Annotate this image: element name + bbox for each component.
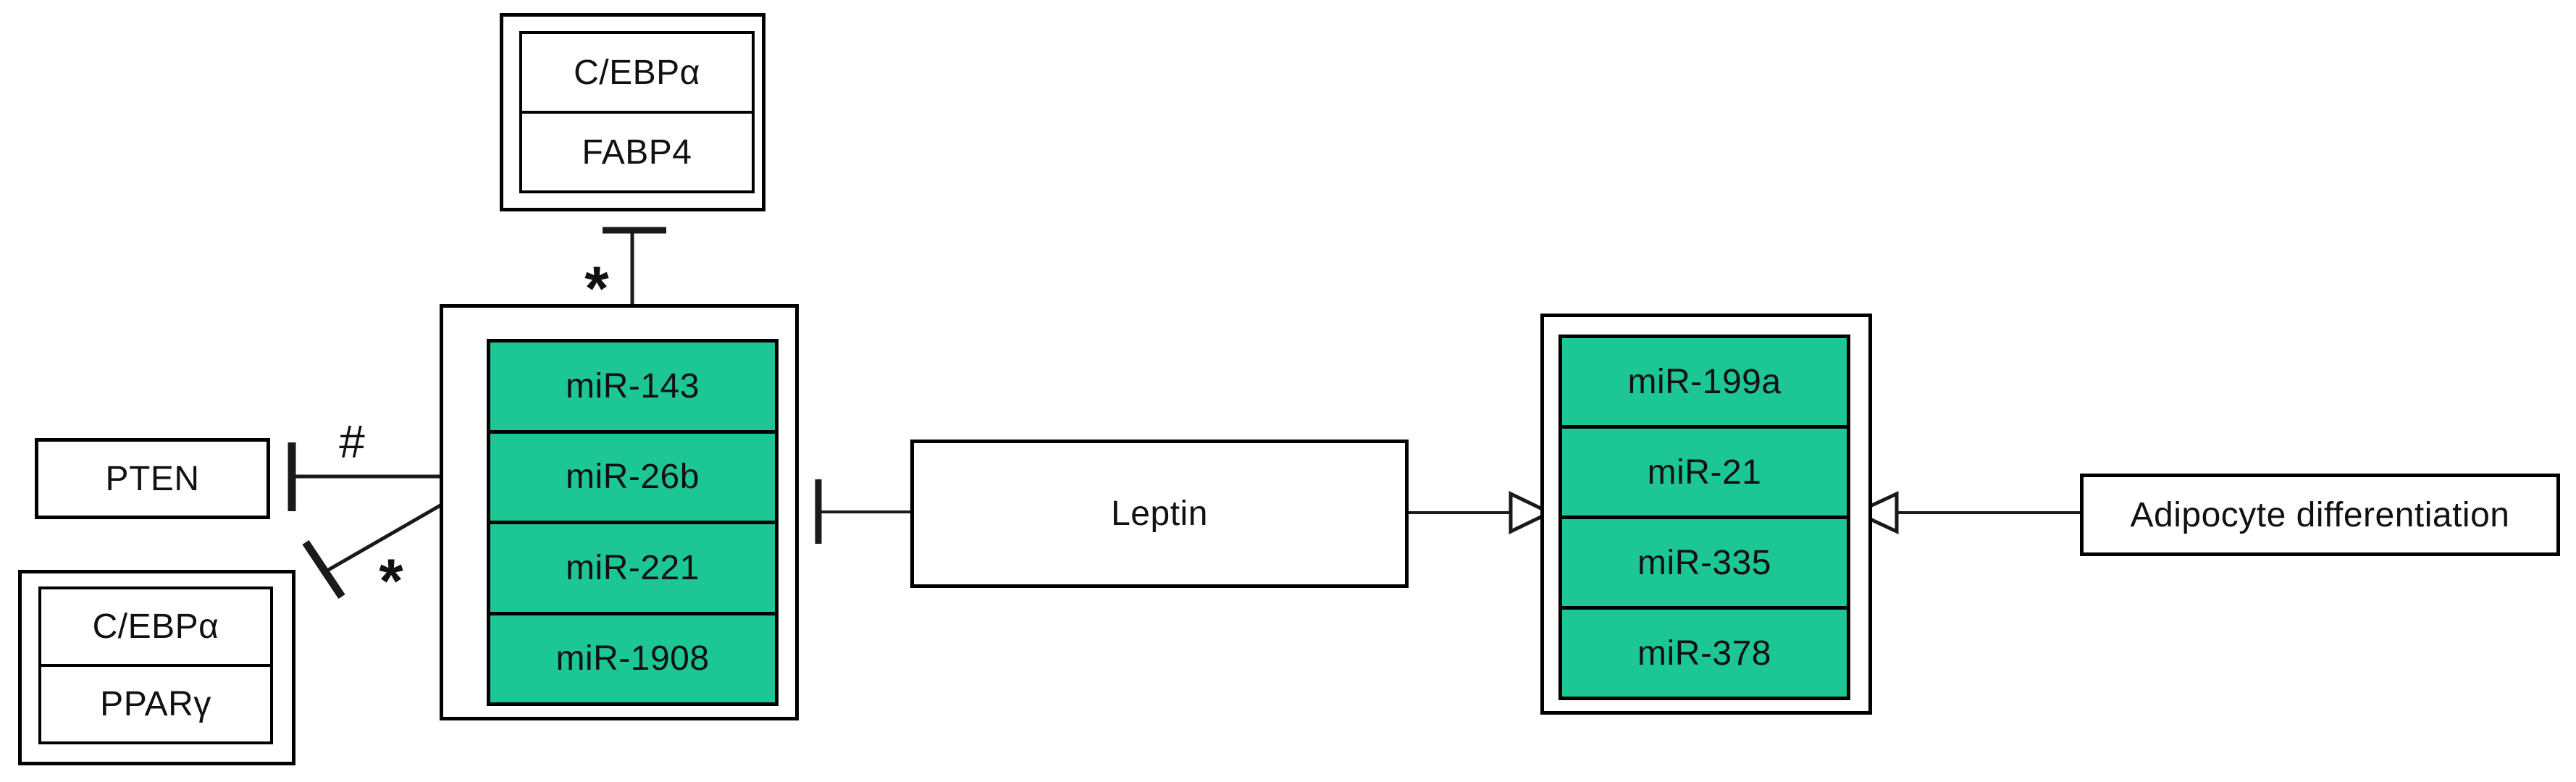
pten-label: PTEN — [105, 459, 200, 498]
right-mir-group-inner: miR-199a miR-21 miR-335 miR-378 — [1558, 335, 1850, 700]
asterisk-annotation-top: * — [584, 254, 609, 324]
mir-cell-221: miR-221 — [490, 521, 775, 612]
gene-cell-fabp4: FABP4 — [522, 111, 752, 190]
mir-cell-1908: miR-1908 — [490, 611, 775, 702]
mir-cell-26b: miR-26b — [490, 429, 775, 521]
mir-cell-378: miR-378 — [1562, 606, 1847, 697]
mir-label: miR-1908 — [555, 639, 710, 678]
leptin-box: Leptin — [910, 440, 1409, 588]
left-mir-group-inner: miR-143 miR-26b miR-221 miR-1908 — [487, 339, 779, 706]
mir-label: miR-21 — [1647, 453, 1762, 492]
tf-label: C/EBPα — [92, 607, 219, 646]
tf-cell-cebpa: C/EBPα — [41, 589, 270, 664]
tf-label: PPARγ — [100, 685, 211, 723]
top-gene-box-inner: C/EBPα FABP4 — [519, 31, 755, 193]
gene-label: C/EBPα — [574, 53, 700, 92]
right-mir-group-box: miR-199a miR-21 miR-335 miR-378 — [1540, 314, 1872, 715]
tf-inhibition-tbar — [302, 539, 345, 600]
mir-cell-199a: miR-199a — [1562, 338, 1847, 425]
mir-cell-143: miR-143 — [490, 342, 775, 430]
asterisk-annotation-diagonal: * — [379, 547, 403, 616]
adipocyte-box: Adipocyte differentiation — [2080, 474, 2560, 556]
pten-box: PTEN — [35, 438, 270, 519]
mir-label: miR-143 — [566, 366, 700, 405]
hash-annotation: # — [339, 416, 365, 468]
mir-label: miR-335 — [1637, 543, 1771, 582]
leptin-label: Leptin — [1111, 495, 1208, 533]
mir-cell-21: miR-21 — [1562, 425, 1847, 516]
mir-label: miR-378 — [1637, 634, 1771, 673]
adipogenic-tf-box-inner: C/EBPα PPARγ — [38, 586, 273, 744]
mir-cell-335: miR-335 — [1562, 516, 1847, 606]
adipocyte-label: Adipocyte differentiation — [2130, 495, 2510, 534]
gene-cell-cebpa-top: C/EBPα — [522, 34, 752, 111]
mir-label: miR-26b — [566, 458, 700, 497]
tf-cell-pparg: PPARγ — [41, 664, 270, 741]
gene-label: FABP4 — [582, 133, 692, 172]
mir-label: miR-221 — [566, 548, 700, 587]
mir-label: miR-199a — [1627, 362, 1782, 401]
top-gene-box: C/EBPα FABP4 — [500, 13, 765, 211]
adipogenic-tf-box: C/EBPα PPARγ — [18, 570, 295, 765]
left-mir-group-box: miR-143 miR-26b miR-221 miR-1908 — [440, 304, 799, 720]
